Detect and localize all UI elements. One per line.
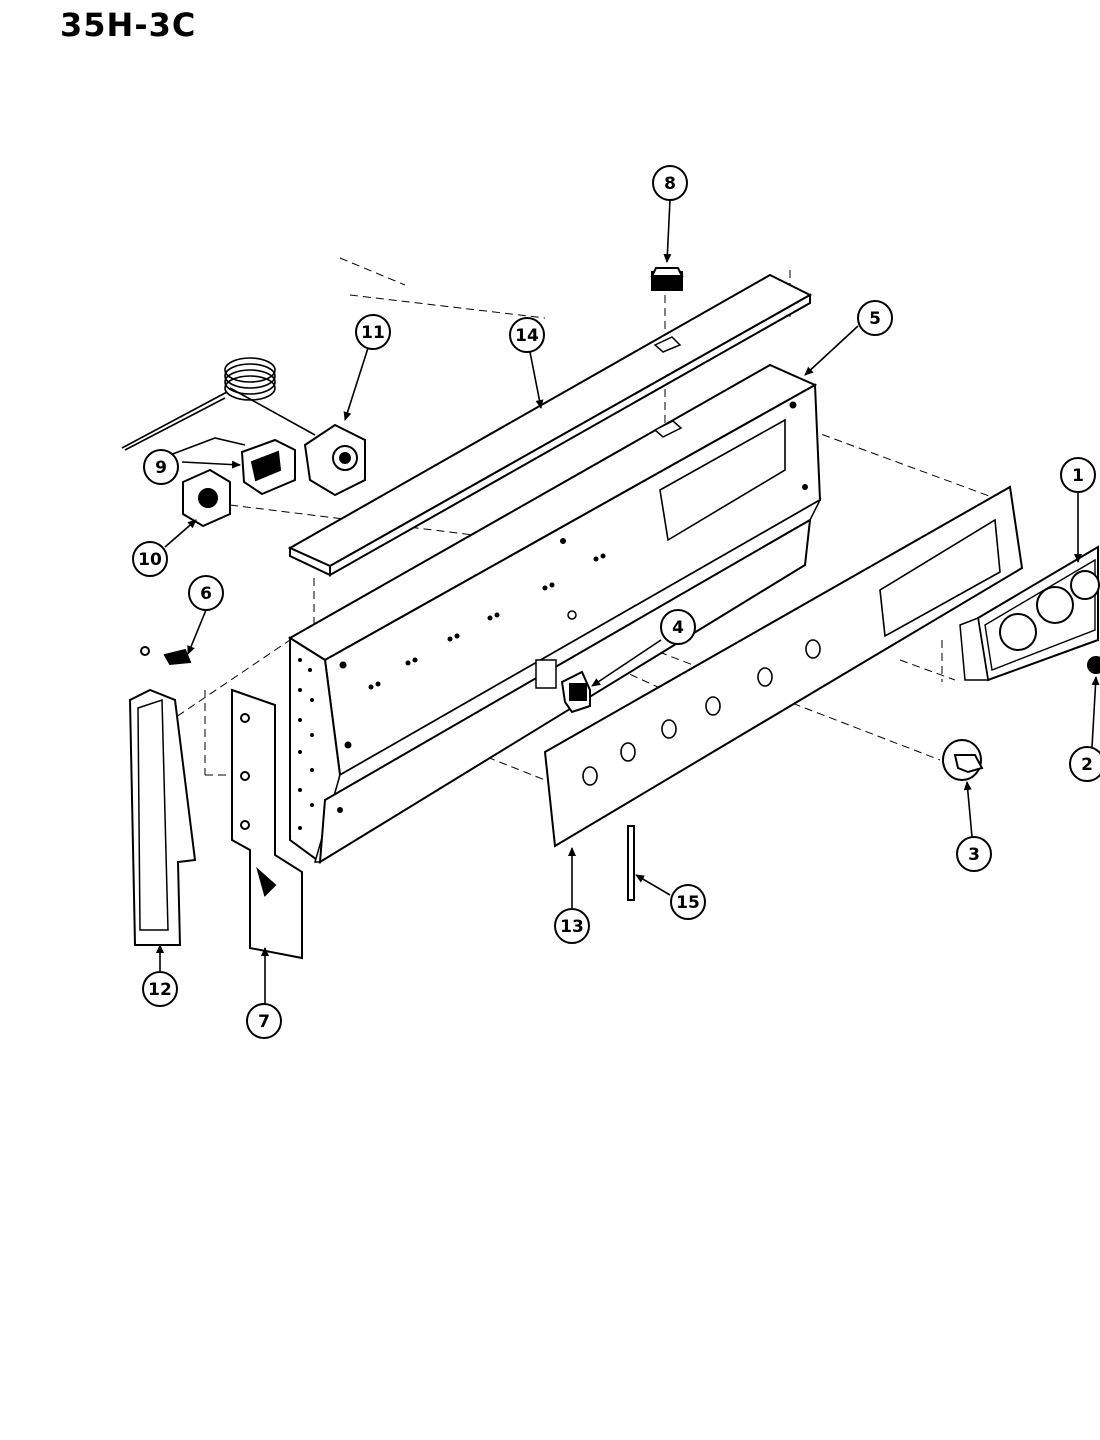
callout-4: 4 <box>660 609 696 645</box>
callout-11-label: 11 <box>361 323 385 343</box>
part-13-front-panel <box>543 485 1024 848</box>
callout-4-label: 4 <box>672 618 684 638</box>
callout-6: 6 <box>188 575 224 611</box>
part-14-top-trim <box>287 273 813 577</box>
callout-10-label: 10 <box>138 550 162 570</box>
callout-9-label: 9 <box>155 458 167 478</box>
callout-2-label: 2 <box>1081 755 1093 775</box>
part-6-screw <box>140 646 192 666</box>
callout-13: 13 <box>554 908 590 944</box>
part-11-thermostat <box>121 357 366 497</box>
callout-1-label: 1 <box>1072 466 1084 486</box>
part-15-trim-strip <box>627 825 635 901</box>
callout-3-label: 3 <box>968 845 980 865</box>
callout-6-label: 6 <box>200 584 212 604</box>
part-2-knob-cap <box>1087 656 1100 674</box>
page-title: 35H-3C <box>60 6 197 44</box>
part-7-bracket <box>231 688 303 960</box>
callout-7: 7 <box>246 1003 282 1039</box>
leader-lines <box>156 199 1100 1004</box>
callout-2: 2 <box>1069 746 1100 782</box>
part-3-control-knob <box>942 739 984 781</box>
callout-14-label: 14 <box>515 326 539 346</box>
callout-1: 1 <box>1060 457 1096 493</box>
callout-8: 8 <box>652 165 688 201</box>
part-8-indicator-light <box>650 267 684 291</box>
callout-8-label: 8 <box>664 174 676 194</box>
callout-13-label: 13 <box>560 917 584 937</box>
callout-12-label: 12 <box>148 980 172 1000</box>
callout-7-label: 7 <box>258 1012 270 1032</box>
callout-5-label: 5 <box>869 309 881 329</box>
part-10-selector-switch <box>182 468 231 528</box>
callout-9: 9 <box>143 449 179 485</box>
callout-5: 5 <box>857 300 893 336</box>
part-9-infinite-switch <box>240 438 296 496</box>
part-4-switch <box>560 670 591 714</box>
callout-12: 12 <box>142 971 178 1007</box>
callout-10: 10 <box>132 541 168 577</box>
callout-3: 3 <box>956 836 992 872</box>
callout-15-label: 15 <box>676 893 700 913</box>
callout-14: 14 <box>509 317 545 353</box>
part-12-end-cap <box>128 688 197 946</box>
callout-15: 15 <box>670 884 706 920</box>
callout-11: 11 <box>355 314 391 350</box>
part-1-timer-module <box>959 545 1100 682</box>
